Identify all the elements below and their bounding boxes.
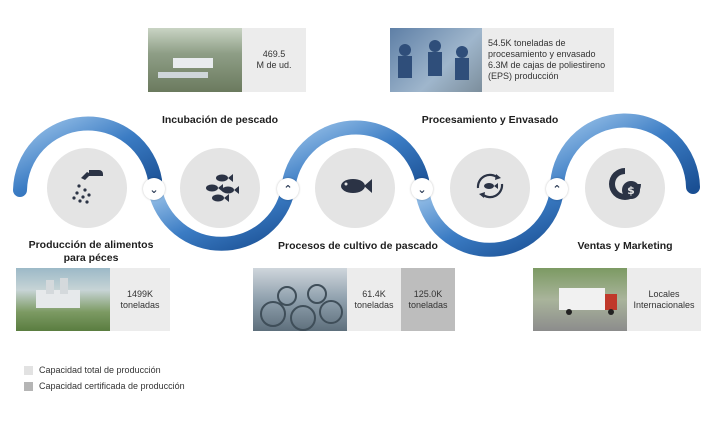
- connector-chevron-4[interactable]: ⌃: [546, 178, 568, 200]
- legend-item-certified: Capacidad certificada de producción: [24, 381, 185, 391]
- hatchery-photo: [148, 28, 242, 92]
- stage-sales-circle: $: [585, 148, 665, 228]
- stage-farming-circle: [315, 148, 395, 228]
- legend-label-total: Capacidad total de producción: [39, 365, 161, 375]
- feed-stat-box: 1499K toneladas: [110, 268, 170, 331]
- farming-total-stat-box: 61.4K toneladas: [347, 268, 401, 331]
- legend-label-certified: Capacidad certificada de producción: [39, 381, 185, 391]
- legend-item-total: Capacidad total de producción: [24, 365, 161, 375]
- connector-chevron-2[interactable]: ⌃: [277, 178, 299, 200]
- processing-photo: [390, 28, 482, 92]
- globe-dollar-icon: $: [603, 164, 647, 213]
- stage-hatchery-circle: [180, 148, 260, 228]
- stage-feed-circle: [47, 148, 127, 228]
- stage-title-feed: Producción de alimentos para péces: [28, 239, 154, 264]
- stage-title-sales: Ventas y Marketing: [577, 240, 673, 252]
- fish-icon: [333, 164, 377, 213]
- feed-mill-photo: [16, 268, 110, 331]
- stage-title-hatchery: Incubación de pescado: [161, 114, 279, 126]
- svg-text:$: $: [627, 184, 635, 197]
- fish-farm-photo: [253, 268, 347, 331]
- sales-stat-box: Locales Internacionales: [627, 268, 701, 331]
- connector-chevron-1[interactable]: ⌄: [143, 178, 165, 200]
- stage-title-farming: Procesos de cultivo de pascado: [278, 240, 438, 252]
- fish-school-icon: [198, 164, 242, 213]
- processing-stat-box: 54.5K toneladas de procesamiento y envas…: [482, 28, 614, 92]
- recycle-fish-icon: [468, 164, 512, 213]
- truck-photo: [533, 268, 627, 331]
- legend-swatch-total: [24, 365, 33, 375]
- fish-feed-icon: [65, 164, 109, 213]
- stage-title-processing: Procesamiento y Envasado: [421, 114, 559, 126]
- legend-swatch-certified: [24, 381, 33, 391]
- farming-certified-stat-box: 125.0K toneladas: [401, 268, 455, 331]
- connector-chevron-3[interactable]: ⌄: [411, 178, 433, 200]
- hatchery-stat-box: 469.5 M de ud.: [242, 28, 306, 92]
- stage-processing-circle: [450, 148, 530, 228]
